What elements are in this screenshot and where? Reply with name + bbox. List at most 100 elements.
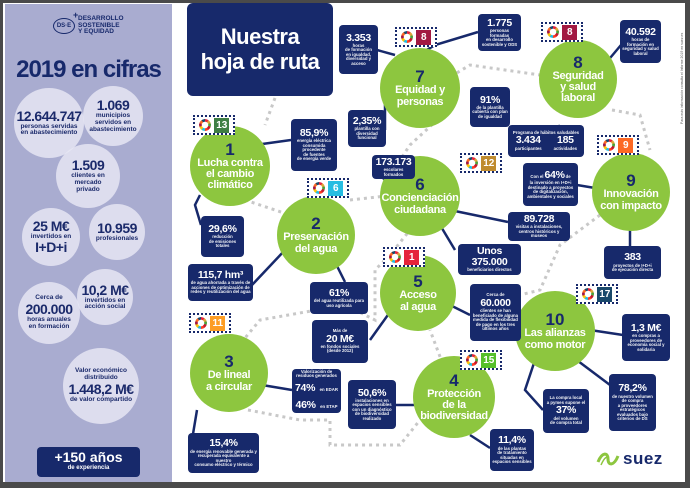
sdg-wheel-icon [388, 251, 401, 263]
suez-wave-icon [596, 452, 620, 466]
kpi-text: la inversión en I+D+i destinado a proyec… [527, 180, 574, 199]
stat-value: 25 M€ [32, 217, 70, 234]
pillar-number: 6 [415, 175, 425, 195]
kpi-value: 46% [295, 398, 316, 411]
kpi-value: 91% [479, 93, 501, 106]
kpi-value: 3.353 [346, 31, 371, 44]
kpi-859: 85,9%energía eléctrica consumida procede… [291, 119, 337, 171]
stat-value-rdi: I+D+i [35, 239, 67, 256]
pillar-number: 10 [545, 310, 565, 330]
sdg-badge-8-safety: 8 [541, 22, 583, 42]
stat-label: personas servidas en abastecimiento [20, 122, 78, 137]
kpi-154: 15,4%de energía renovable generada y rec… [188, 433, 259, 473]
kpi-text: visitas a instalaciones, centros históri… [515, 224, 563, 239]
sdg-number: 13 [214, 117, 230, 133]
sdg-badge-11: 11 [189, 313, 231, 333]
pillar-number: 7 [415, 67, 425, 87]
sdg-number: 8 [562, 24, 578, 40]
kpi-text: instalaciones en espacios sensibles con … [352, 397, 392, 421]
sdg-wheel-icon [465, 157, 478, 169]
kpi-pre: Con el [530, 173, 544, 179]
suez-logo: suez [596, 449, 663, 469]
kpi-text: del volumen de compra total [550, 415, 582, 425]
sdg-badge-6: 6 [307, 178, 349, 198]
kpi-row: 74% en EDAR [295, 379, 338, 396]
dse-logo-mark: DS·E [53, 17, 75, 34]
pillar-title: Seguridad y salud laboral [552, 69, 604, 105]
stat-pre: Valor económico distribuido [74, 367, 128, 382]
pillar-number: 2 [311, 214, 321, 234]
stat-value: 200.000 [25, 301, 73, 318]
pillar-title: Acceso al agua [399, 289, 437, 313]
kpi-value: 185 [557, 134, 574, 147]
pillar-number: 9 [626, 171, 636, 191]
sdg-badge-8-equity: 8 [395, 27, 437, 47]
sdg-badge-15: 15 [460, 350, 502, 370]
stat-value: 1.448,2 M€ [68, 381, 134, 398]
stat-label: de valor compartido [69, 395, 133, 403]
stat-value: 1.509 [71, 157, 105, 174]
kpi-text: del agua reutilizada para uso agrícola [313, 298, 365, 308]
kpi-text: de la plantilla cubierta con plan de igu… [472, 104, 508, 119]
stat-pre: Cerca de [35, 294, 63, 302]
kpi-post: de [565, 173, 571, 179]
kpi-value: 74% [295, 381, 316, 394]
stat-value: 10,2 M€ [81, 281, 129, 298]
pillar-title: Equidad y personas [395, 84, 445, 108]
kpi-text: horas de formación en seguridad y salud … [622, 37, 659, 56]
experience-label: de experiencia [67, 464, 110, 471]
kpi-296: 29,6%reducción de emisiones totales [201, 216, 244, 257]
pillar-number: 5 [413, 272, 423, 292]
kpi-text: en EDAR [319, 386, 338, 392]
kpi-value: 20 M€ [326, 332, 354, 345]
pillar-title: Lucha contra el cambio climático [197, 156, 263, 192]
stat-value: 1.069 [96, 97, 130, 114]
kpi-pre: Cerca de [486, 292, 505, 298]
pillar-title: Concienciación ciudadana [381, 192, 459, 216]
kpi-text: energía eléctrica consumida procedente d… [296, 138, 332, 162]
kpi-pre: La compra local a pymes supone el [546, 395, 586, 405]
kpi-text: en fondos sociales (desde 2012) [320, 343, 360, 354]
kpi-value: 115,7 hm³ [197, 269, 244, 282]
kpi-value: 1,3 M€ [630, 321, 662, 334]
kpi-title: Valorización de residuos generados [296, 368, 337, 379]
kpi-61: 61%del agua reutilizada para uso agrícol… [310, 282, 368, 314]
kpi-506: 50,6%instalaciones en espacios sensibles… [348, 380, 396, 429]
sdg-wheel-icon [465, 354, 478, 366]
stat-label: invertidos en acción social [84, 296, 126, 311]
main-title-box: Nuestra hoja de ruta [187, 3, 333, 96]
kpi-value: 2,35% [352, 115, 382, 128]
kpi-text: en ETAP [320, 403, 338, 409]
sdg-badge-17: 17 [576, 284, 618, 304]
kpi-91: 91%de la plantilla cubierta con plan de … [470, 87, 510, 127]
kpi-text: horas de formación en igualdad, diversid… [345, 42, 372, 66]
sdg-number: 12 [481, 155, 497, 171]
sdg-number: 17 [597, 286, 613, 302]
kpi-114: 11,4%de las plantas de tratamiento situa… [490, 429, 534, 471]
sdg-number: 15 [481, 352, 497, 368]
experience-badge: +150 años de experiencia [37, 447, 140, 477]
kpi-text: de las plantas de tratamiento situadas e… [492, 445, 532, 464]
